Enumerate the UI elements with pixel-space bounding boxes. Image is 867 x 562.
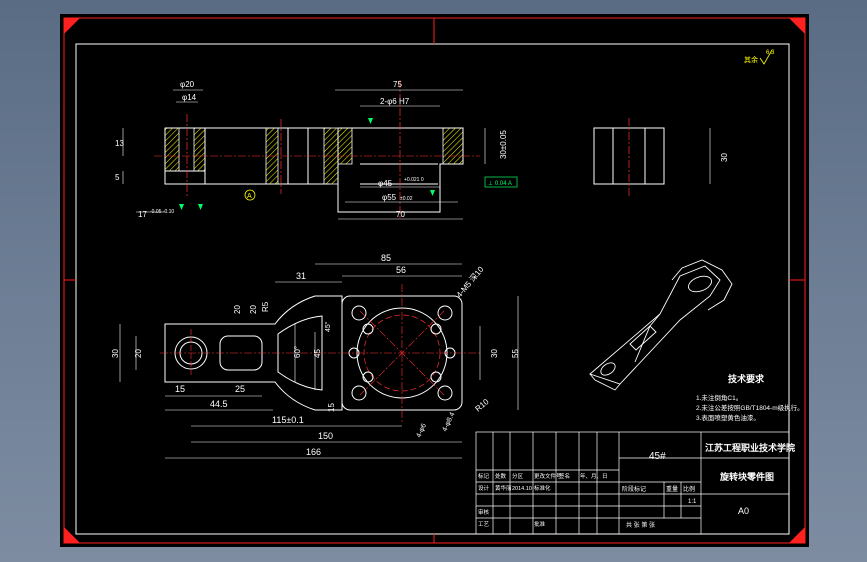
svg-text:15: 15	[327, 403, 336, 412]
top-view: φ20 φ14 75 2-φ6 H7 13 5 30±0.05 φ45 +0.0…	[115, 80, 518, 220]
svg-text:其余: 其余	[744, 55, 758, 64]
tech-requirements: 技术要求 1.未注倒角C1。 2.未注公差按照GB/T1804-m级执行。 3.…	[696, 373, 804, 422]
svg-text:签名: 签名	[559, 472, 570, 480]
svg-text:30: 30	[490, 349, 499, 358]
svg-text:重量: 重量	[666, 485, 678, 493]
svg-text:56: 56	[396, 265, 406, 275]
svg-text:批准: 批准	[534, 520, 546, 528]
svg-text:审核: 审核	[478, 508, 490, 516]
outer-frame	[63, 17, 806, 544]
svg-text:旋转块零件图: 旋转块零件图	[719, 471, 774, 482]
svg-text:-0.05 -0.10: -0.05 -0.10	[150, 209, 174, 215]
svg-text:1:1: 1:1	[688, 499, 697, 505]
svg-text:15: 15	[175, 384, 185, 394]
title-block	[475, 431, 790, 535]
svg-text:2.未注公差按照GB/T1804-m级执行。: 2.未注公差按照GB/T1804-m级执行。	[696, 403, 804, 412]
svg-text:A0: A0	[738, 506, 749, 516]
svg-text:分区: 分区	[512, 472, 524, 480]
svg-text:标准化: 标准化	[534, 484, 551, 492]
svg-text:55: 55	[511, 349, 520, 358]
svg-text:60°: 60°	[293, 346, 302, 358]
svg-text:φ20: φ20	[180, 80, 195, 89]
svg-text:标记: 标记	[478, 472, 490, 480]
svg-text:4-φ8.4: 4-φ8.4	[441, 411, 456, 433]
corner-mark-tr	[789, 18, 805, 34]
svg-text:R10: R10	[474, 397, 491, 414]
svg-text:阶段标记: 阶段标记	[622, 485, 646, 493]
svg-text:处数: 处数	[495, 472, 507, 480]
svg-text:年、月、日: 年、月、日	[580, 472, 608, 480]
cad-drawing: 其余 6.3 φ20 φ14 75 2-φ6 H7	[63, 17, 806, 544]
svg-text:R5: R5	[261, 301, 270, 312]
svg-text:4-φ6: 4-φ6	[415, 423, 428, 439]
title-block-text: 45# 江苏工程职业技术学院 旋转块零件图 A0 1:1 阶段标记 重量 比例 …	[478, 442, 795, 529]
svg-text:更改文件号: 更改文件号	[534, 472, 562, 480]
plan-view: 85 56 31 4-M5 深10 20 20 R5 30 20 60° 45 …	[111, 253, 520, 459]
svg-text:φ14: φ14	[182, 93, 197, 102]
svg-text:江苏工程职业技术学院: 江苏工程职业技术学院	[705, 442, 795, 453]
corner-mark-tl	[64, 18, 80, 34]
svg-text:44.5: 44.5	[210, 399, 228, 409]
roughness-note: 其余 6.3	[744, 49, 775, 65]
svg-text:⊥ 0.04 A: ⊥ 0.04 A	[488, 180, 512, 187]
svg-text:工艺: 工艺	[478, 521, 490, 528]
isometric-view	[589, 259, 733, 391]
svg-text:20: 20	[249, 305, 258, 314]
inner-frame	[75, 43, 790, 535]
svg-text:75: 75	[393, 80, 402, 89]
svg-text:1.未注倒角C1。: 1.未注倒角C1。	[696, 393, 742, 402]
svg-text:85: 85	[381, 253, 391, 263]
svg-text:共 张 第 张: 共 张 第 张	[626, 521, 655, 529]
corner-mark-bl	[64, 527, 80, 543]
svg-text:6.3: 6.3	[766, 50, 775, 56]
side-view: 30	[593, 118, 729, 196]
svg-text:±0.02: ±0.02	[400, 196, 413, 202]
svg-text:30±0.05: 30±0.05	[499, 130, 508, 159]
svg-text:150: 150	[318, 431, 333, 441]
svg-text:13: 13	[115, 139, 124, 148]
svg-text:20: 20	[233, 305, 242, 314]
svg-text:4-M5 深10: 4-M5 深10	[455, 264, 486, 299]
svg-text:45#: 45#	[649, 451, 666, 462]
svg-text:黄华丽: 黄华丽	[495, 484, 512, 492]
svg-text:31: 31	[296, 271, 306, 281]
svg-text:166: 166	[306, 447, 321, 457]
svg-text:30: 30	[111, 349, 120, 358]
svg-text:技术要求: 技术要求	[728, 373, 765, 384]
svg-text:45: 45	[313, 349, 322, 358]
svg-text:A: A	[247, 193, 252, 200]
svg-text:25: 25	[235, 384, 245, 394]
svg-text:设计: 设计	[478, 484, 490, 492]
svg-text:2014.10: 2014.10	[512, 486, 532, 492]
svg-text:17: 17	[138, 210, 147, 219]
svg-text:45°: 45°	[324, 321, 332, 332]
svg-text:3.表面喷塑黄色油漆。: 3.表面喷塑黄色油漆。	[696, 413, 760, 422]
svg-text:φ55: φ55	[382, 193, 397, 202]
corner-mark-br	[789, 527, 805, 543]
svg-text:2-φ6 H7: 2-φ6 H7	[380, 97, 410, 106]
svg-text:30: 30	[720, 153, 729, 162]
drawing-viewport[interactable]: 其余 6.3 φ20 φ14 75 2-φ6 H7	[60, 14, 809, 547]
svg-text:20: 20	[134, 349, 143, 358]
svg-text:70: 70	[396, 210, 405, 219]
svg-text:5: 5	[115, 173, 120, 182]
surface-finish-marks	[179, 118, 435, 210]
svg-text:+0.021 0: +0.021 0	[404, 177, 424, 183]
svg-text:115±0.1: 115±0.1	[272, 415, 304, 425]
svg-text:比例: 比例	[683, 485, 695, 493]
svg-text:φ45: φ45	[378, 179, 393, 188]
